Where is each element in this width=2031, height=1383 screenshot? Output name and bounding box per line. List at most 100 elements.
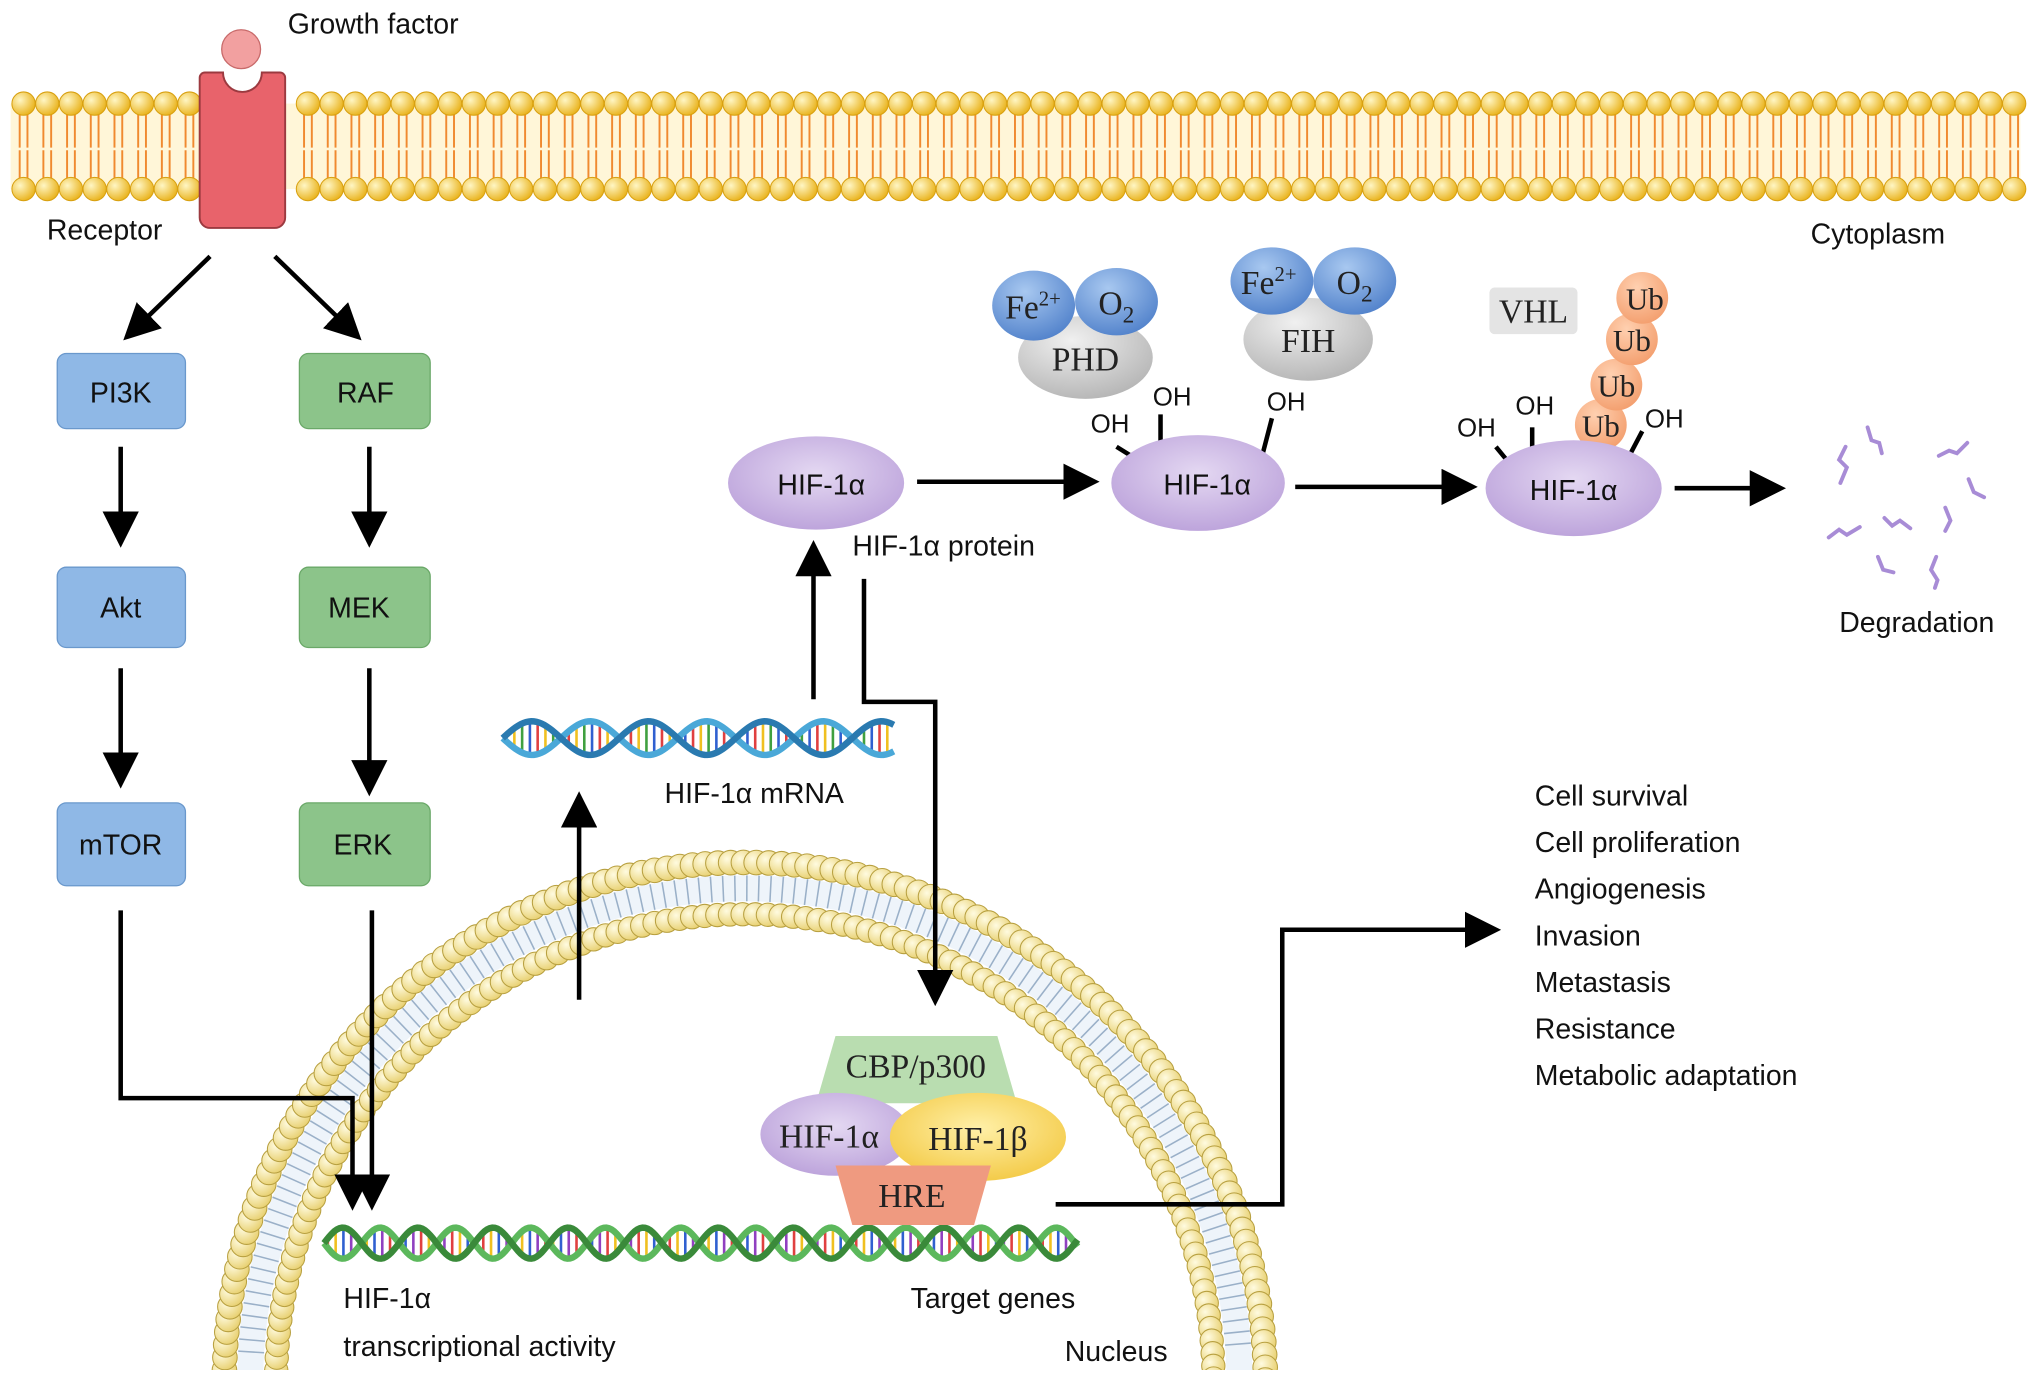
lipid-tail: [516, 113, 527, 179]
lipid-head: [698, 91, 723, 116]
lipid-tail: [649, 884, 656, 910]
lipid-head: [461, 91, 486, 116]
o2-label: O: [1337, 265, 1361, 302]
phd-label: PHD: [1052, 341, 1119, 378]
lipid-tail: [260, 1230, 286, 1241]
ubiquitinated-hif1a: [1485, 440, 1662, 537]
lipid-head: [153, 91, 178, 116]
lipid-head: [627, 91, 652, 116]
lipid-tail: [882, 896, 892, 922]
hif1a-subunit: [760, 1092, 911, 1176]
lipid-tail: [803, 879, 809, 906]
oh-label: OH: [1515, 392, 1554, 420]
lipid-tail: [1198, 1211, 1224, 1222]
lipid-tail: [1464, 113, 1474, 179]
lipid-tail: [1250, 113, 1261, 179]
pi3k-box: [56, 352, 187, 430]
lipid-head: [366, 91, 392, 116]
lipid-tail: [351, 1060, 373, 1079]
lipid-tail: [1063, 1002, 1082, 1023]
lipid-tail: [1511, 113, 1522, 179]
lipid-head: [959, 176, 984, 202]
lipid-tail: [1158, 1123, 1183, 1139]
lipid-tail: [468, 113, 479, 179]
lipid-head: [1409, 176, 1434, 202]
lipid-tail: [1487, 113, 1498, 179]
lipid-head: [319, 91, 344, 116]
lipid-head: [1385, 176, 1411, 202]
lipid-head: [911, 176, 937, 202]
lipid-tail: [1274, 113, 1285, 179]
lipid-tail: [272, 1196, 297, 1208]
lipid-tail: [1080, 1018, 1100, 1039]
lipid-tail: [733, 875, 737, 902]
lipid-tail: [601, 895, 611, 921]
lipid-tail: [682, 113, 692, 179]
lipid-head: [58, 91, 84, 116]
lipid-head: [1456, 91, 1482, 116]
lipid-head: [1219, 176, 1245, 202]
lipid-tail: [697, 877, 702, 904]
lipid-head: [1030, 176, 1055, 202]
lipid-tail: [998, 951, 1014, 975]
lipid-tail: [184, 113, 195, 179]
lipid-tail: [1772, 113, 1783, 179]
lipid-tail: [1225, 1342, 1251, 1346]
lipid-head: [651, 91, 676, 116]
lipid-head: [603, 91, 629, 116]
o2-subscript: 2: [1123, 302, 1135, 328]
lipid-tail: [871, 893, 881, 919]
lipid-tail: [705, 113, 716, 179]
ubiquitinated-hif1a-label: HIF-1α: [1530, 475, 1618, 507]
lipid-tail: [777, 113, 787, 179]
lipid-tail: [1227, 113, 1238, 179]
lipid-head: [1551, 176, 1577, 202]
lipid-tail: [239, 1338, 266, 1342]
lipid-tail: [1133, 1083, 1156, 1100]
cbp-p300: [816, 1035, 1017, 1104]
lipid-head: [1836, 91, 1861, 116]
lipid-head: [674, 91, 700, 116]
lipid-tail: [500, 937, 515, 961]
lipid-head: [1291, 176, 1316, 202]
degradation-label: Degradation: [1839, 607, 1994, 639]
lipid-tail: [18, 113, 29, 179]
lipid-tail: [544, 915, 557, 941]
svg-text:Fe2+: Fe2+: [1241, 264, 1297, 302]
lipid-head: [911, 91, 937, 116]
lipid-tail: [1152, 1113, 1176, 1129]
lipid-tail: [303, 1130, 327, 1145]
lipid-tail: [658, 113, 669, 179]
lipid-head: [1741, 91, 1766, 116]
lipid-tail: [1185, 1177, 1210, 1190]
receptor-label: Receptor: [47, 215, 163, 247]
lipid-tail: [1104, 1045, 1125, 1064]
lipid-tail: [247, 1277, 274, 1285]
lipid-tail: [1014, 113, 1024, 179]
lipid-tail: [563, 113, 574, 179]
strand: [500, 718, 896, 759]
lipid-tail: [1606, 113, 1617, 179]
lipid-tail: [1345, 113, 1356, 179]
mek-box: [298, 566, 431, 649]
lipid-tail: [895, 113, 906, 179]
lipid-head: [1409, 91, 1434, 116]
hre-element: [835, 1165, 991, 1226]
lipid-head: [1172, 91, 1197, 116]
lipid-head: [1314, 176, 1340, 202]
lipid-head: [935, 176, 960, 202]
lipid-tail: [1164, 1134, 1189, 1149]
lipid-tail: [297, 1141, 322, 1155]
lipid-head: [461, 176, 486, 202]
lipid-head: [1883, 176, 1908, 202]
lipid-head: [627, 176, 652, 202]
lipid-tail: [137, 113, 147, 179]
lipid-head: [319, 176, 344, 202]
ub-label: Ub: [1597, 368, 1635, 403]
lipid-head: [556, 91, 581, 116]
lipid-head: [1883, 91, 1908, 116]
lipid-head: [414, 176, 439, 202]
lipid-head: [437, 91, 463, 116]
lipid-tail: [1701, 113, 1711, 179]
lipid-tail: [685, 878, 690, 905]
